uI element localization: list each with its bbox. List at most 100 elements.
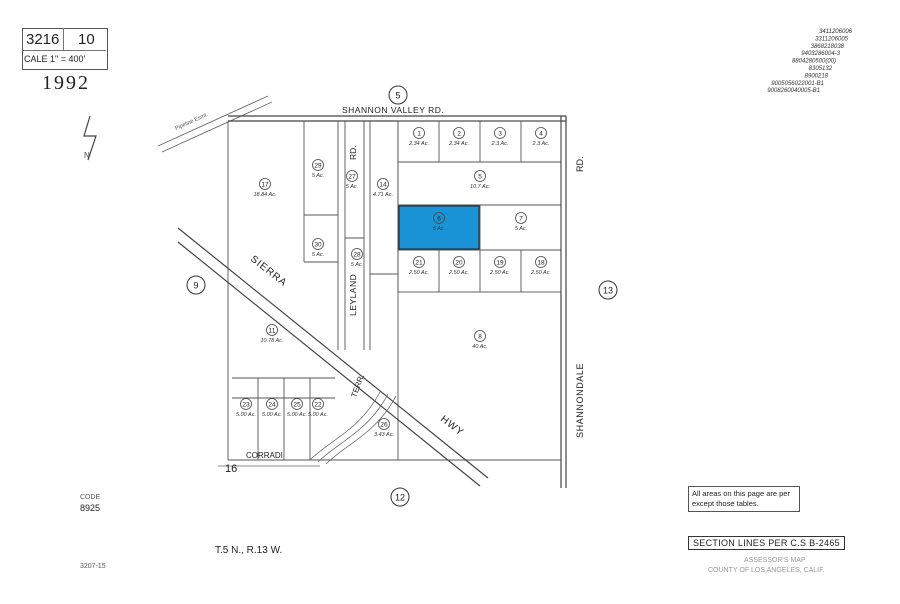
- sheet-number: 10: [78, 31, 95, 48]
- adjacent-page-circle: [186, 275, 206, 295]
- parcel-area: 5 Ac.: [515, 226, 527, 232]
- parcel-area: 5.00 Ac.: [236, 412, 256, 418]
- reference-number: 9008260040005-B1: [767, 88, 820, 94]
- parcel-area: 2.50 Ac.: [408, 270, 429, 276]
- parcel-area: 10.7 Ac.: [470, 184, 490, 190]
- parcel-22[interactable]: 225.00 Ac.: [308, 398, 328, 419]
- parcel-number: 5: [478, 174, 482, 181]
- parcel-number: 22: [314, 402, 322, 409]
- parcel-number: 25: [293, 402, 301, 409]
- north-arrow-icon: N: [83, 115, 97, 161]
- parcel-area: 5 Ac.: [433, 226, 445, 232]
- parcel-number-circle: [266, 398, 278, 410]
- reference-number: 9403286004-3: [801, 51, 840, 57]
- shannon-valley-road: [228, 115, 566, 122]
- reference-number: 3311206005: [815, 36, 849, 42]
- parcel-number-circle: [535, 127, 547, 139]
- parcel-4[interactable]: 42.3 Ac.: [532, 127, 550, 148]
- assessor-title: ASSESSOR'S MAP: [744, 557, 806, 564]
- parcel-number-circle: [494, 256, 506, 268]
- adjacent-page-bottom: 12: [395, 493, 405, 503]
- parcel-number: 1: [417, 131, 421, 138]
- parcel-number-circle: [453, 127, 465, 139]
- parcel-area: 5.00 Ac.: [287, 412, 307, 418]
- parcel-number-circle: [413, 127, 425, 139]
- code-label: CODE: [80, 494, 101, 501]
- parcel-11[interactable]: 11 10.78 Ac.: [260, 324, 284, 345]
- parcel-area: 2.34 Ac.: [408, 141, 429, 147]
- area-note: All areas on this page are per except th…: [688, 486, 800, 512]
- reference-number: 8305132: [809, 66, 833, 72]
- parcel-30[interactable]: 305 Ac.: [312, 238, 324, 259]
- section-lines-note: SECTION LINES PER C.S B-2465: [688, 536, 845, 550]
- leyland-rd-label: RD.: [348, 145, 358, 160]
- header-vertical-divider: [63, 28, 64, 50]
- parcel-area: 2.50 Ac.: [448, 270, 469, 276]
- bottom-left-ref: 3207-15: [80, 563, 106, 570]
- parcel-number-circle: [351, 248, 363, 260]
- parcel-area: 18.84 Ac.: [253, 192, 276, 198]
- parcel-number-circle: [377, 178, 389, 190]
- parcel-area: 2.3 Ac.: [491, 141, 509, 147]
- parcel-number-circle: [494, 127, 506, 139]
- parcel-25[interactable]: 25 5.00 Ac.: [287, 398, 307, 419]
- map-scale: CALE 1" = 400': [24, 54, 86, 64]
- sierra-label: SIERRA: [248, 254, 289, 289]
- parcel-number-circle: [240, 398, 252, 410]
- pipeline-label: Pipeline Esmt.: [174, 112, 209, 132]
- township-range: T.5 N., R.13 W.: [215, 545, 283, 556]
- parcel-17[interactable]: 17 18.84 Ac.: [253, 178, 277, 199]
- section-number: 16: [225, 463, 237, 475]
- adjacent-page-top: 5: [395, 91, 400, 101]
- parcel-6[interactable]: 65 Ac.: [433, 212, 445, 233]
- parcel-area: 5 Ac.: [351, 262, 363, 268]
- parcel-14[interactable]: 144.71 Ac.: [373, 178, 393, 199]
- parcel-number: 8: [478, 334, 482, 341]
- adjacent-page-circle: [388, 85, 408, 105]
- parcel-number-circle: [433, 212, 445, 224]
- shannondale-rd-label: RD.: [575, 157, 585, 173]
- parcel-area: 4.71 Ac.: [373, 192, 393, 198]
- parcel-area: 10.78 Ac.: [260, 338, 283, 344]
- parcel-29[interactable]: 295 Ac.: [312, 159, 324, 180]
- parcel-area: 40 Ac.: [472, 344, 487, 350]
- parcel-number: 11: [269, 328, 276, 335]
- parcel-19[interactable]: 192.50 Ac.: [489, 256, 510, 277]
- parcel-23[interactable]: 235.00 Ac.: [236, 398, 256, 419]
- parcel-21[interactable]: 21 2.50 Ac.: [408, 256, 429, 277]
- parcel-area: 2.3 Ac.: [532, 141, 550, 147]
- parcel-27[interactable]: 275 Ac.: [346, 170, 358, 191]
- parcel-7[interactable]: 75 Ac.: [515, 212, 527, 233]
- parcel-number: 20: [455, 260, 463, 267]
- parcel-3[interactable]: 3 2.3 Ac.: [491, 127, 509, 148]
- parcel-number-circle: [378, 418, 390, 430]
- shannon-valley-road-label: SHANNON VALLEY RD.: [342, 105, 444, 115]
- parcel-number-circle: [474, 170, 486, 182]
- parcel-area: 2.50 Ac.: [530, 270, 551, 276]
- parcel-8[interactable]: 8 40 Ac.: [472, 330, 488, 351]
- parcel-number: 21: [415, 260, 423, 267]
- pipeline-easement: [157, 95, 273, 153]
- shannondale-road: [560, 116, 567, 488]
- leyland-road-label: LEYLAND: [348, 274, 358, 316]
- parcel-number: 3: [498, 131, 502, 138]
- parcel-1[interactable]: 1 2.34 Ac.: [408, 127, 429, 148]
- header-box: [22, 28, 108, 70]
- parcel-5[interactable]: 5 10.7 Ac.: [470, 170, 490, 191]
- parcel-28[interactable]: 28 5 Ac.: [351, 248, 363, 269]
- parcel-area: 3.43 Ac.: [374, 432, 394, 438]
- parcel-number-circle: [346, 170, 358, 182]
- parcel-24[interactable]: 245.00 Ac.: [262, 398, 282, 419]
- parcel-20[interactable]: 20 2.50 Ac.: [448, 256, 469, 277]
- parcel-area: 5 Ac.: [312, 173, 324, 179]
- reference-numbers: 3411206006331120600538682180389403286004…: [767, 29, 852, 94]
- parcel-number: 28: [353, 252, 361, 259]
- shannondale-road-label: SHANNONDALE: [575, 363, 585, 438]
- sierra-highway: [177, 227, 489, 487]
- parcel-18[interactable]: 182.50 Ac.: [530, 256, 551, 277]
- parcel-2[interactable]: 22.34 Ac.: [448, 127, 469, 148]
- corradi-curves: [218, 391, 397, 467]
- parcel-26[interactable]: 263.43 Ac.: [374, 418, 394, 439]
- parcel-number: 17: [261, 182, 269, 189]
